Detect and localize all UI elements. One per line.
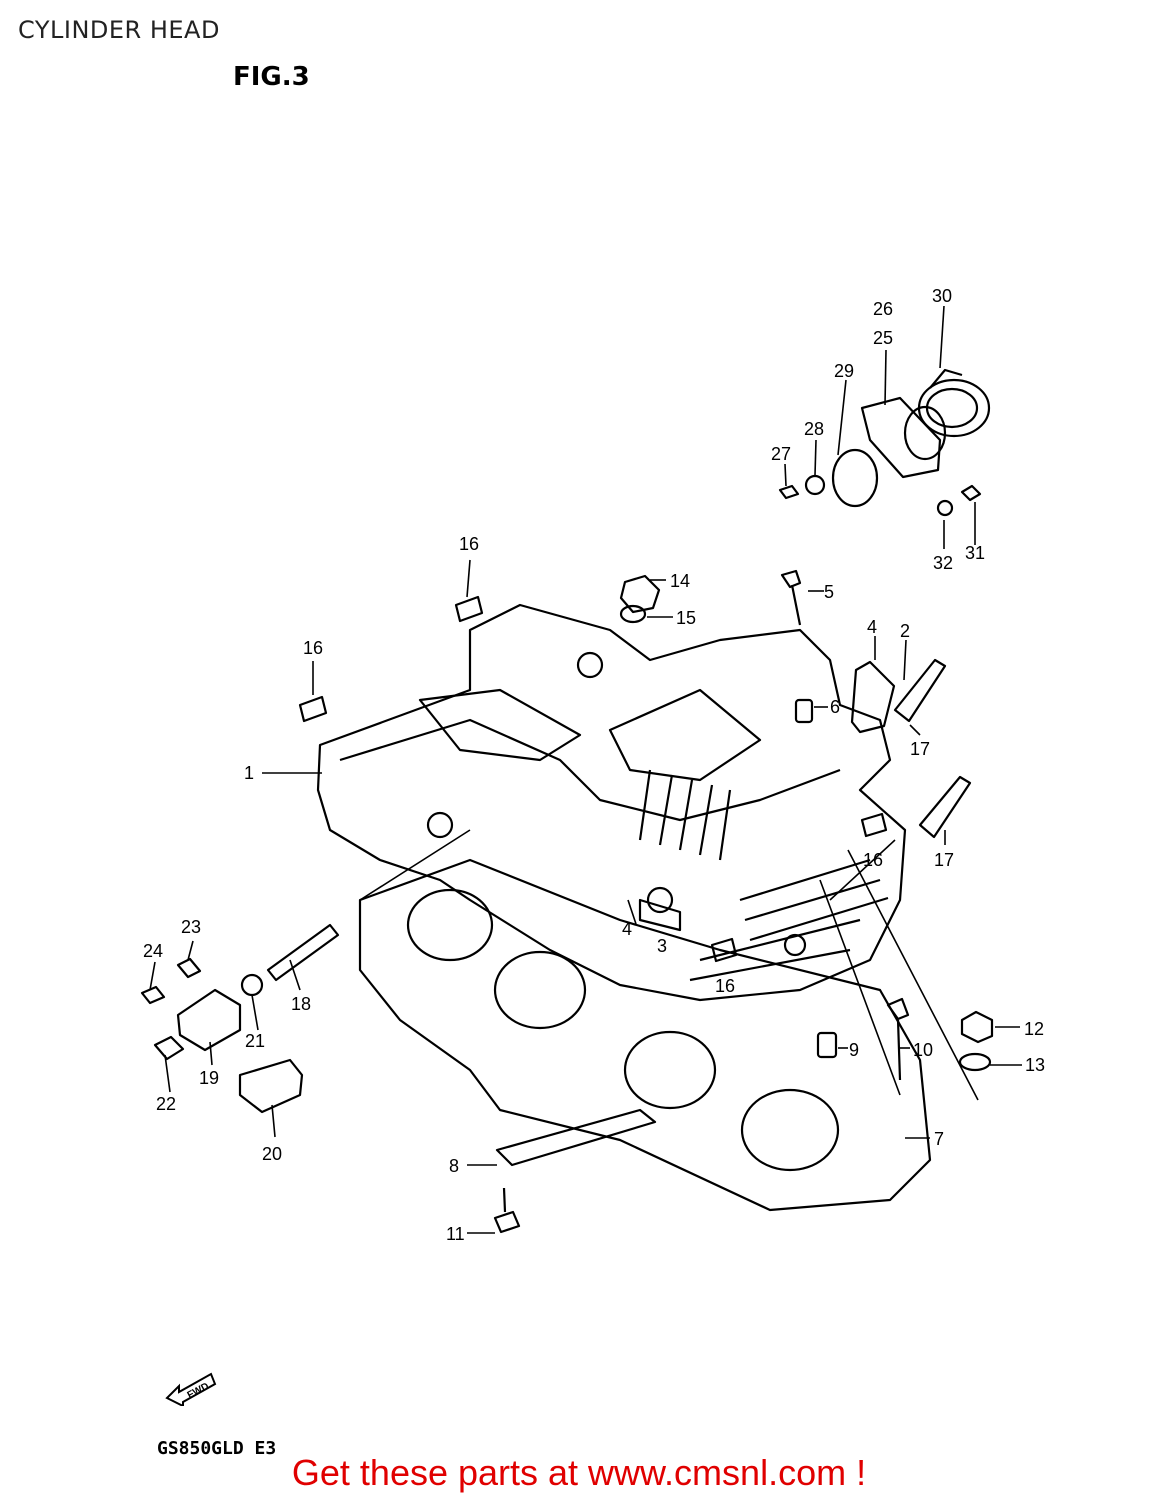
key-part-16a bbox=[454, 595, 484, 623]
callout-30: 30 bbox=[932, 286, 952, 306]
washer-part-21 bbox=[240, 973, 264, 997]
callout-4: 4 bbox=[622, 919, 632, 939]
cylinder-head-part bbox=[316, 603, 907, 1002]
head-gasket-part bbox=[358, 858, 932, 1212]
callout-13: 13 bbox=[1025, 1055, 1045, 1075]
callout-23: 23 bbox=[181, 917, 201, 937]
key-part-16d bbox=[710, 937, 738, 963]
callout-8: 8 bbox=[449, 1156, 459, 1176]
screw-part-27 bbox=[778, 484, 800, 500]
callout-17: 17 bbox=[910, 739, 930, 759]
callout-12: 12 bbox=[1024, 1019, 1044, 1039]
callout-24: 24 bbox=[143, 941, 163, 961]
washer-part-15 bbox=[619, 604, 647, 624]
o-ring-part bbox=[831, 448, 879, 508]
washer-part-28 bbox=[804, 474, 826, 496]
washer-part-13 bbox=[958, 1052, 992, 1072]
spark-plug-cap-part-2 bbox=[850, 660, 896, 734]
bolt-part-5 bbox=[780, 569, 802, 626]
page-title: CYLINDER HEAD bbox=[18, 16, 220, 44]
callout-11: 11 bbox=[446, 1224, 465, 1244]
callout-18: 18 bbox=[291, 994, 311, 1014]
callout-28: 28 bbox=[804, 419, 824, 439]
callout-27: 27 bbox=[771, 444, 791, 464]
union-part-18 bbox=[266, 923, 340, 982]
clamp-part-23 bbox=[176, 957, 202, 979]
callout-31: 31 bbox=[965, 543, 985, 563]
callout-15: 15 bbox=[676, 608, 696, 628]
callout-29: 29 bbox=[834, 361, 854, 381]
pipe-part-3 bbox=[638, 898, 682, 932]
forward-arrow-icon: FWD bbox=[165, 1368, 217, 1411]
washer-part-32 bbox=[936, 499, 954, 517]
callout-19: 19 bbox=[199, 1068, 219, 1088]
cap-nut-part-14 bbox=[619, 574, 661, 614]
dowel-part-6 bbox=[794, 698, 814, 724]
spark-plug-part-17a bbox=[893, 658, 947, 723]
key-part-16c bbox=[860, 812, 888, 838]
callout-9: 9 bbox=[849, 1040, 859, 1060]
callout-10: 10 bbox=[913, 1040, 933, 1060]
spark-plug-part-17b bbox=[918, 775, 972, 839]
model-code: GS850GLD E3 bbox=[157, 1438, 277, 1459]
callout-16: 16 bbox=[863, 850, 883, 870]
bolt-part-10 bbox=[886, 997, 910, 1081]
cap-nut-part-12 bbox=[960, 1010, 994, 1044]
parts-link-text[interactable]: Get these parts at www.cmsnl.com ! bbox=[291, 1452, 867, 1493]
callout-4: 4 bbox=[867, 617, 877, 637]
callout-22: 22 bbox=[156, 1094, 176, 1114]
plug-part-22 bbox=[153, 1035, 185, 1061]
fitting-part-19 bbox=[176, 988, 242, 1052]
callout-26: 26 bbox=[873, 299, 893, 319]
callout-21: 21 bbox=[245, 1031, 265, 1051]
stud-part-11 bbox=[493, 1187, 521, 1234]
callout-16: 16 bbox=[459, 534, 479, 554]
callout-32: 32 bbox=[933, 553, 953, 573]
callout-16: 16 bbox=[715, 976, 735, 996]
callout-3: 3 bbox=[657, 936, 667, 956]
callout-7: 7 bbox=[934, 1129, 944, 1149]
intake-pipe-part bbox=[860, 368, 991, 479]
figure-label: FIG.3 bbox=[233, 62, 310, 92]
fwd-arrow-label: FWD bbox=[186, 1381, 211, 1401]
callout-5: 5 bbox=[824, 582, 834, 602]
dowel-part-9 bbox=[816, 1031, 838, 1059]
callout-1: 1 bbox=[244, 763, 254, 783]
key-part-16b bbox=[298, 695, 328, 723]
callout-17: 17 bbox=[934, 850, 954, 870]
callout-14: 14 bbox=[670, 571, 690, 591]
fitting-part-20 bbox=[238, 1058, 304, 1114]
callout-6: 6 bbox=[830, 697, 840, 717]
gasket-part-8 bbox=[495, 1108, 657, 1167]
callout-25: 25 bbox=[873, 328, 893, 348]
screw-part-24 bbox=[140, 985, 166, 1005]
screw-part-31 bbox=[960, 484, 982, 502]
callout-16: 16 bbox=[303, 638, 323, 658]
callout-20: 20 bbox=[262, 1144, 282, 1164]
callout-2: 2 bbox=[900, 621, 910, 641]
